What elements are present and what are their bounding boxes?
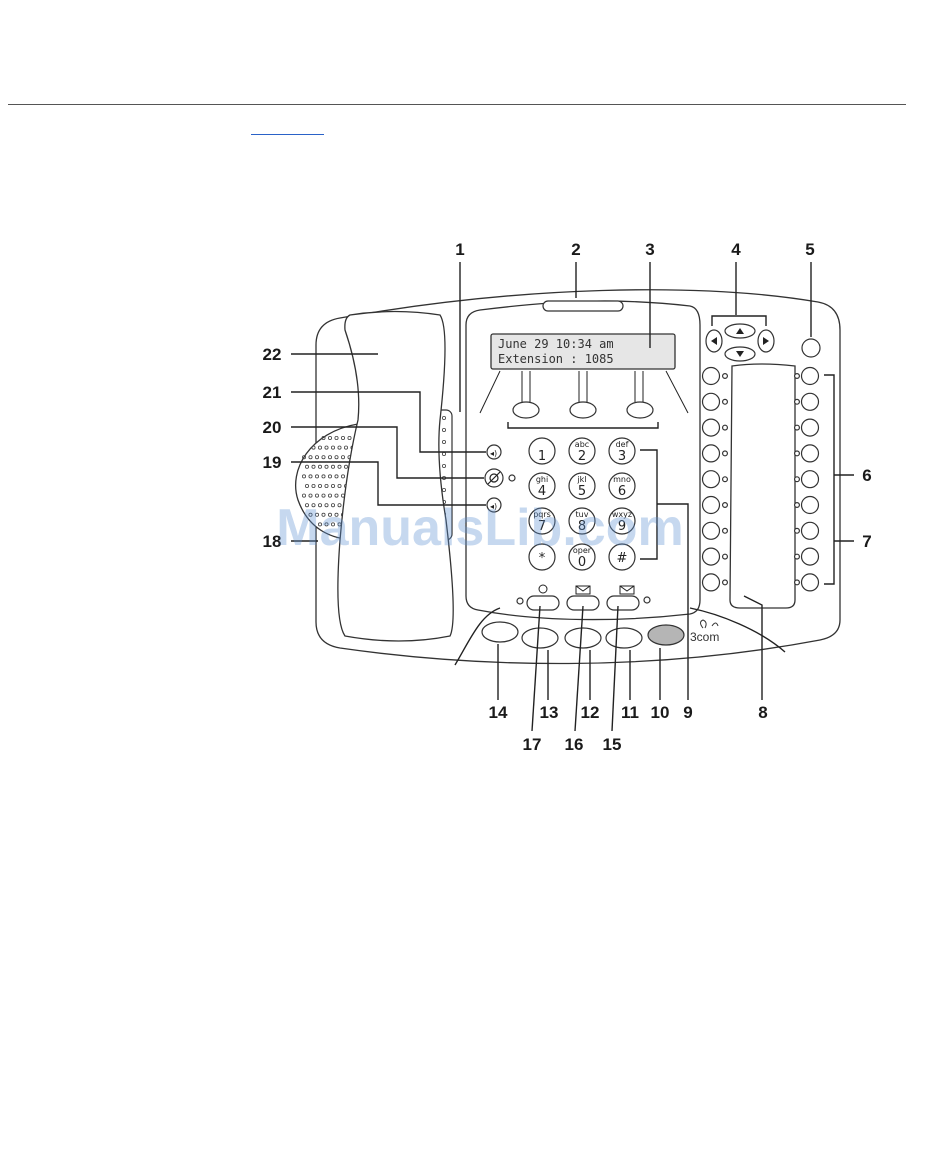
callout-5: 5 (805, 240, 814, 259)
access-button-right[interactable] (802, 497, 819, 514)
access-led-right (795, 374, 800, 379)
access-led-right (795, 528, 800, 533)
access-led-left (723, 554, 728, 559)
access-button-right[interactable] (802, 548, 819, 565)
key-letters: def (616, 440, 629, 449)
callout-12: 12 (581, 703, 600, 722)
key-digit: 4 (538, 484, 546, 499)
feature-led-right (644, 597, 650, 603)
softkey-2[interactable] (570, 402, 596, 418)
access-led-left (723, 374, 728, 379)
conference-button[interactable] (527, 596, 559, 610)
access-button-left[interactable] (703, 368, 720, 385)
access-button-left[interactable] (703, 445, 720, 462)
message-lamp (543, 301, 623, 311)
callout-1: 1 (455, 240, 464, 259)
access-button-left[interactable] (703, 522, 720, 539)
callout-20: 20 (263, 418, 282, 437)
callout-10: 10 (651, 703, 670, 722)
access-buttons-left (703, 368, 728, 591)
program-button[interactable] (802, 339, 820, 357)
access-led-right (795, 451, 800, 456)
callout-15: 15 (603, 735, 622, 754)
access-led-left (723, 477, 728, 482)
label-card (730, 364, 795, 608)
callout-21: 21 (263, 383, 282, 402)
access-button-right[interactable] (802, 393, 819, 410)
access-led-right (795, 399, 800, 404)
key-letters: jkl (576, 475, 586, 484)
callout-14: 14 (489, 703, 508, 722)
bottom-button-12[interactable] (565, 628, 601, 648)
bottom-button-14[interactable] (482, 622, 518, 642)
callout-22: 22 (263, 345, 282, 364)
key-digit: 2 (578, 449, 586, 464)
access-button-right[interactable] (802, 445, 819, 462)
callout-17: 17 (523, 735, 542, 754)
access-buttons-right (795, 368, 819, 591)
key-letters: ghi (536, 475, 548, 484)
access-led-right (795, 425, 800, 430)
access-led-right (795, 554, 800, 559)
feature-led-left (517, 598, 523, 604)
access-button-left[interactable] (703, 419, 720, 436)
mute-led (509, 475, 515, 481)
message-button[interactable] (607, 596, 639, 610)
softkey-3[interactable] (627, 402, 653, 418)
access-button-right[interactable] (802, 522, 819, 539)
access-led-left (723, 399, 728, 404)
access-led-right (795, 580, 800, 585)
access-led-left (723, 451, 728, 456)
access-button-right[interactable] (802, 574, 819, 591)
handset[interactable] (338, 312, 453, 642)
access-led-left (723, 503, 728, 508)
access-button-left[interactable] (703, 497, 720, 514)
access-led-left (723, 528, 728, 533)
access-button-left[interactable] (703, 548, 720, 565)
access-button-right[interactable] (802, 419, 819, 436)
callout-13: 13 (540, 703, 559, 722)
lcd-line-2: Extension : 1085 (498, 352, 614, 366)
access-button-left[interactable] (703, 574, 720, 591)
callout-19: 19 (263, 453, 282, 472)
access-led-left (723, 580, 728, 585)
bottom-button-10[interactable] (648, 625, 684, 645)
lcd-line-1: June 29 10:34 am (498, 337, 614, 351)
access-led-right (795, 503, 800, 508)
callout-8: 8 (758, 703, 767, 722)
key-digit: 0 (578, 555, 586, 570)
key-digit: 6 (618, 484, 626, 499)
access-button-left[interactable] (703, 471, 720, 488)
watermark: ManualsLib.com (276, 499, 683, 557)
key-digit: 5 (578, 484, 586, 499)
volume-icon: ◂) (490, 449, 497, 458)
brand-logo: 3com (690, 630, 719, 644)
access-button-left[interactable] (703, 393, 720, 410)
key-letters: mno (613, 475, 631, 484)
callout-16: 16 (565, 735, 584, 754)
access-led-right (795, 477, 800, 482)
callout-9: 9 (683, 703, 692, 722)
callout-6: 6 (862, 466, 871, 485)
callout-7: 7 (862, 532, 871, 551)
softkey-1[interactable] (513, 402, 539, 418)
key-digit: 3 (618, 449, 626, 464)
access-button-right[interactable] (802, 471, 819, 488)
access-button-right[interactable] (802, 368, 819, 385)
bottom-button-11[interactable] (606, 628, 642, 648)
callout-4: 4 (731, 240, 741, 259)
callout-11: 11 (621, 703, 639, 722)
callout-3: 3 (645, 240, 654, 259)
key-digit: 1 (538, 449, 546, 464)
access-led-left (723, 425, 728, 430)
bottom-button-13[interactable] (522, 628, 558, 648)
callout-2: 2 (571, 240, 580, 259)
key-letters: abc (575, 440, 589, 449)
